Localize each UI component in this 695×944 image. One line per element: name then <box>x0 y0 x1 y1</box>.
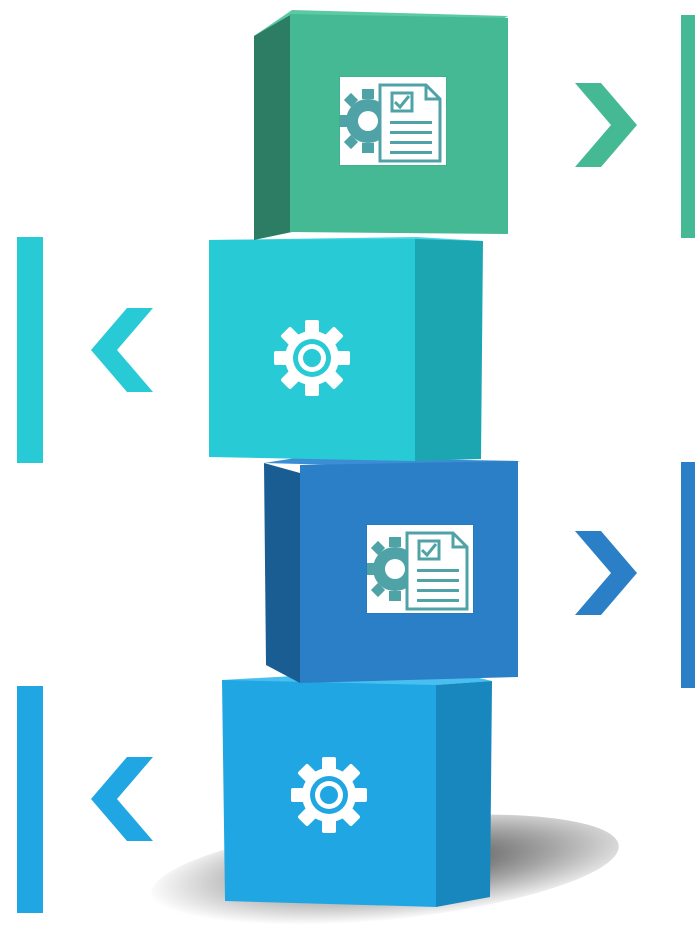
step-1-bar <box>681 15 695 238</box>
step-4-bar <box>17 686 43 913</box>
step-3-bar <box>681 462 695 688</box>
step-2-bar <box>17 237 43 463</box>
gear-icon <box>272 318 352 403</box>
document-gear-icon <box>365 525 473 613</box>
chevron-left-icon <box>91 308 153 397</box>
document-gear-icon <box>338 77 446 165</box>
chevron-right-icon <box>575 531 637 620</box>
gear-icon <box>289 755 369 840</box>
chevron-left-icon <box>91 757 153 846</box>
chevron-right-icon <box>575 83 637 172</box>
